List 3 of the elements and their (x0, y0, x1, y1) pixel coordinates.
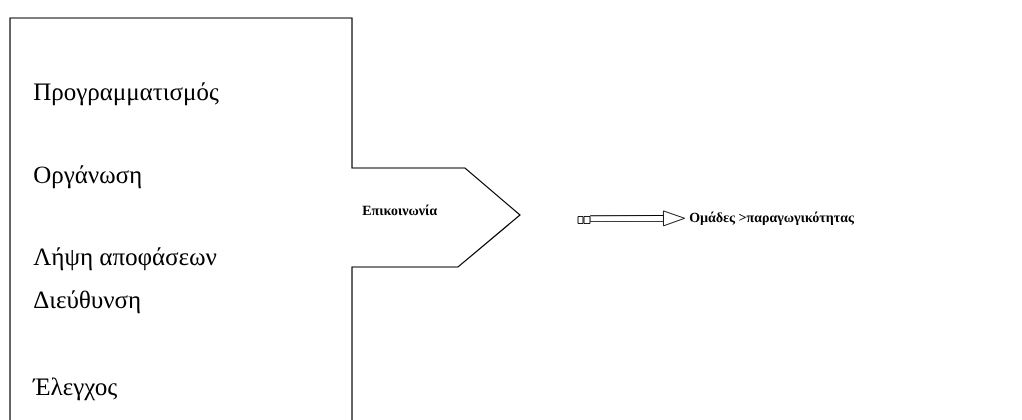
block-arrow (577, 210, 686, 227)
result-text: Ομάδες >παραγωγικότητας (689, 211, 855, 225)
arrow-shaped-box: Προγραμματισμός Οργάνωση Λήψη αποφάσεων Διεύθυνση Έλεγχος Επικοινωνία (9, 17, 521, 420)
